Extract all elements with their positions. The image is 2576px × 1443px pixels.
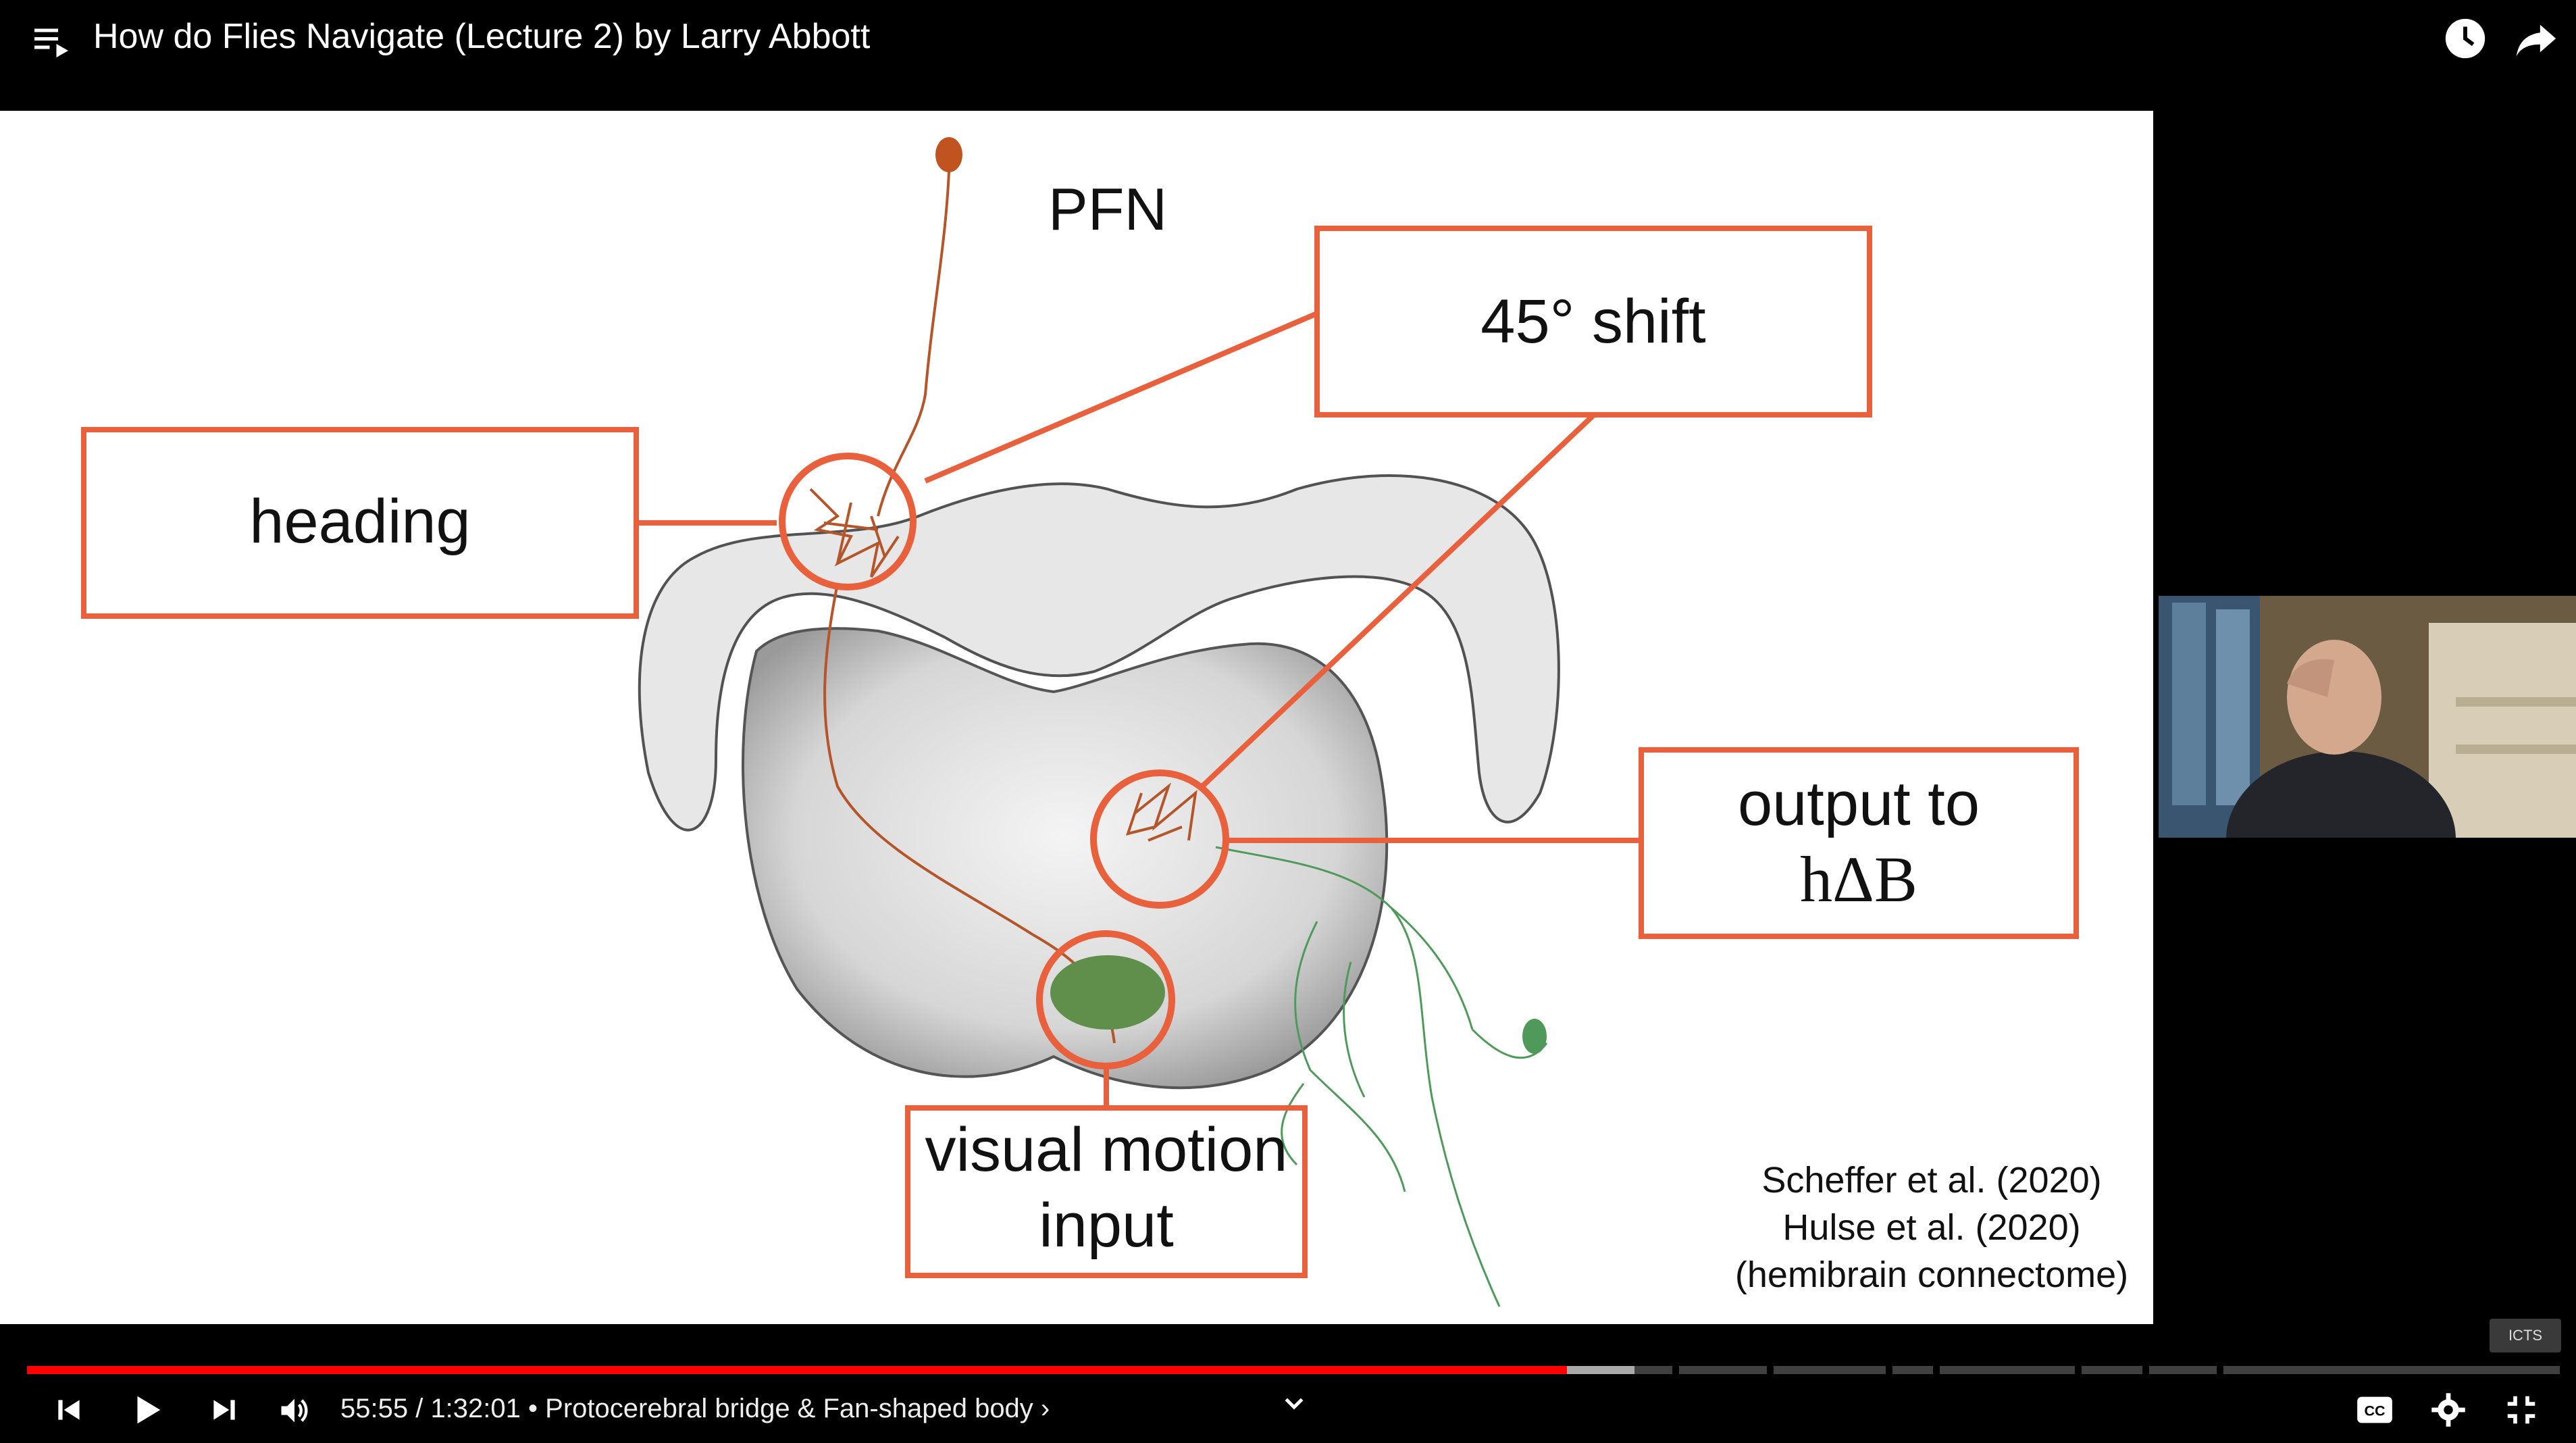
chapter-title[interactable]: • Protocerebral bridge & Fan-shaped body… [528,1394,1050,1423]
video-title[interactable]: How do Flies Navigate (Lecture 2) by Lar… [93,17,871,56]
chapter-segment[interactable] [2223,1366,2560,1374]
citation-line-2: Hulse et al. (2020) [1782,1207,2081,1248]
progress-bar[interactable] [27,1366,2560,1374]
callout-shift-box [1314,226,1872,417]
callout-shift-label: 45° shift [1480,287,1706,356]
slide-title-pfn: PFN [1048,176,1167,243]
highlight-circle-motion [1036,930,1175,1069]
playlist-icon[interactable] [31,20,72,61]
svg-text:CC: CC [2364,1403,2385,1419]
fan-shaped-body [742,627,1389,1090]
chapter-segment[interactable] [1679,1366,1767,1374]
callout-output-line2: hΔB [1800,843,1917,915]
visual-input-cluster [1050,955,1165,1030]
callout-motion-box [905,1105,1308,1278]
chapter-segment[interactable] [1940,1366,2075,1374]
callout-heading-box [81,427,639,619]
speaker-video-frame [2159,596,2576,838]
citation-line-3: (hemibrain connectome) [1734,1255,2129,1295]
green-neuron-cluster [1522,1019,1547,1054]
green-neuron [1215,846,1548,1307]
chapter-segment[interactable] [2149,1366,2217,1374]
settings-icon[interactable] [2430,1392,2467,1428]
citation-line-1: Scheffer et al. (2020) [1761,1160,2102,1200]
protocerebral-bridge [638,474,1560,832]
watch-later-icon[interactable] [2442,15,2489,62]
exit-fullscreen-icon[interactable] [2503,1392,2540,1428]
neuron-arbor-output [1125,782,1197,842]
buffered-indicator [1567,1366,1634,1374]
brain-illustration [638,137,1639,1307]
video-frame-slide[interactable]: PFN heading 45° shift output to hΔB visu… [0,111,2153,1324]
chapter-segment[interactable] [1774,1366,1886,1374]
neuron-soma [935,137,962,172]
progress-played [27,1366,1567,1374]
connector-shift-b [1200,413,1596,788]
callout-output-line1: output to [1737,769,1980,838]
next-icon[interactable] [207,1393,240,1427]
chevron-down-icon[interactable] [1281,1390,1308,1417]
share-icon[interactable] [2513,15,2560,62]
callout-motion-line2: input [1039,1191,1174,1260]
callout-output-box [1639,747,2079,939]
chapter-segment[interactable] [2082,1366,2142,1374]
icts-logo: ICTS [2490,1319,2561,1352]
play-icon[interactable] [128,1392,165,1428]
highlight-circle-heading [779,453,917,590]
top-bar: How do Flies Navigate (Lecture 2) by Lar… [0,0,2576,108]
time-display: 55:55 / 1:32:01 [340,1394,521,1423]
previous-icon[interactable] [53,1393,86,1427]
neuron-arbor-heading [809,488,900,578]
player-controls: 55:55 / 1:32:01 • Protocerebral bridge &… [0,1378,2576,1443]
chapter-segment[interactable] [1892,1366,1933,1374]
captions-icon[interactable]: CC [2356,1393,2394,1427]
connector-shift-a [924,311,1318,484]
callout-motion-line1: visual motion [925,1115,1288,1184]
highlight-circle-output [1090,769,1229,909]
volume-icon[interactable] [277,1393,312,1428]
speaker-video [2159,596,2576,838]
callout-heading-label: heading [249,487,471,556]
time-and-chapter[interactable]: 55:55 / 1:32:01 • Protocerebral bridge &… [340,1392,1050,1425]
